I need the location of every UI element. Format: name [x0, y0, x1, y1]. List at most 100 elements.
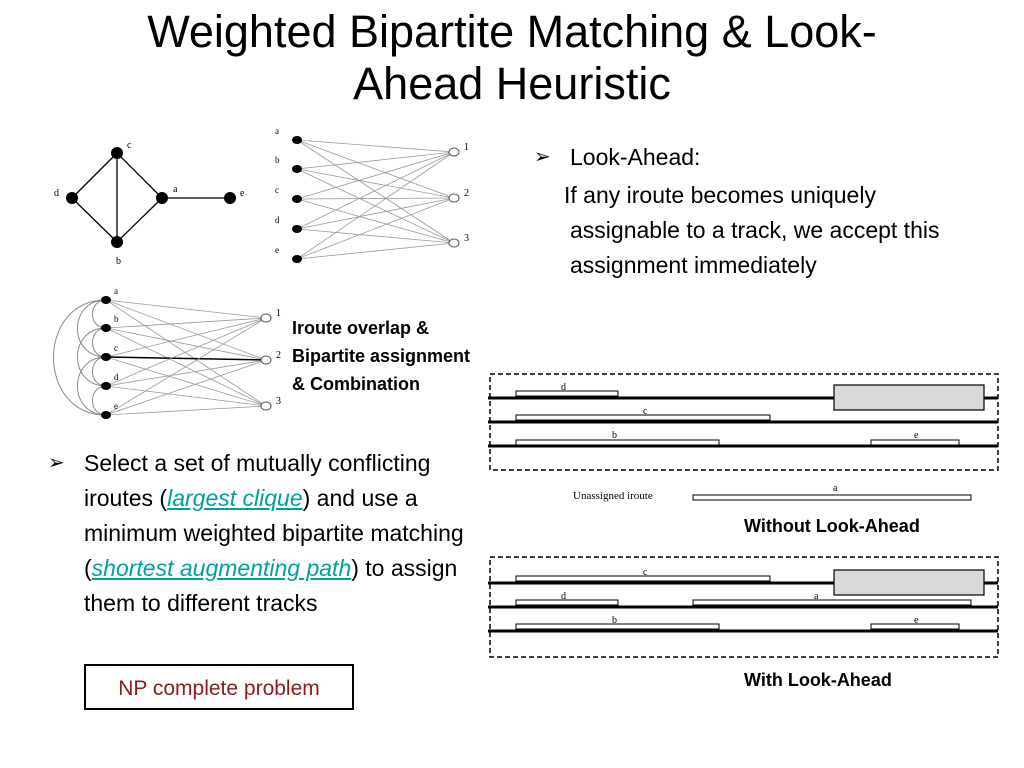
iroute-label-a: a: [814, 591, 819, 602]
combined-edge: [105, 327, 267, 361]
bipartite-left-node: [292, 165, 302, 173]
combined-left-label: d: [114, 372, 119, 382]
combined-right-label: 1: [276, 308, 281, 319]
combined-left-node: [101, 411, 111, 419]
combined-left-node: [101, 324, 111, 332]
combined-left-label: c: [114, 343, 118, 353]
iroute-a-unassigned: [692, 494, 972, 501]
combined-right-node: [260, 401, 272, 411]
conflict-graph: c d a e b: [54, 140, 245, 267]
combined-edge: [105, 299, 267, 361]
graph-label-b: b: [116, 256, 121, 267]
blocked-region: [833, 384, 985, 411]
bipartite-edge: [296, 197, 455, 200]
graph-label-d: d: [54, 188, 59, 199]
combination-caption-line-1: Iroute overlap &: [292, 318, 430, 338]
combined-edge: [105, 356, 267, 407]
combined-edge: [105, 317, 267, 329]
bipartite-left-node: [292, 136, 302, 144]
bipartite-left-node: [292, 255, 302, 263]
with-lookahead-caption: With Look-Ahead: [744, 670, 892, 690]
slide-title-line-1: Weighted Bipartite Matching & Look-: [147, 6, 877, 57]
largest-clique-link[interactable]: largest clique: [167, 485, 303, 511]
matching-bullet-text: Select a set of mutually conflicting iro…: [84, 446, 474, 621]
combined-edge: [105, 359, 267, 416]
combined-left-node: [101, 382, 111, 390]
iroute-label-c: c: [643, 406, 648, 417]
bipartite-edge: [296, 168, 455, 199]
iroute-c: [515, 575, 771, 582]
bipartite-edge: [296, 151, 455, 260]
graph-label-e: e: [240, 188, 245, 199]
graph-node-a: [156, 192, 168, 204]
iroute-label-e: e: [914, 615, 919, 626]
combined-right-node: [260, 355, 272, 365]
iroute-b: [515, 623, 720, 630]
combined-edge: [105, 359, 267, 387]
graph-node-d: [66, 192, 78, 204]
overlap-arc: [92, 385, 107, 416]
iroute-label-d: d: [561, 591, 566, 602]
bipartite-left-node: [292, 195, 302, 203]
bipartite-edge: [296, 242, 455, 260]
bipartite-left-label: d: [275, 215, 280, 225]
iroute-c: [515, 414, 771, 421]
bipartite-edge: [296, 139, 455, 153]
combined-edge: [105, 405, 267, 416]
bipartite-left-label: c: [275, 185, 279, 195]
combined-left-node: [101, 353, 111, 361]
iroute-d: [515, 390, 619, 397]
iroute-label-a: a: [833, 483, 838, 494]
bipartite-left-label: e: [275, 245, 279, 255]
combined-left-node: [101, 296, 111, 304]
combined-edge: [105, 299, 267, 407]
overlap-arc: [53, 299, 107, 416]
bipartite-right-node: [448, 147, 460, 157]
np-complete-box: NP complete problem: [84, 664, 354, 710]
bipartite-edge: [296, 198, 455, 244]
iroute-label-b: b: [612, 430, 617, 441]
bipartite-edge: [296, 151, 455, 200]
combined-edge: [105, 317, 267, 387]
bipartite-left-node: [292, 225, 302, 233]
bipartite-right-label: 2: [464, 188, 469, 199]
combined-left-label: a: [114, 286, 118, 296]
overlap-arc: [77, 356, 107, 416]
overlap-arc: [92, 356, 107, 387]
matching-text-part-3: ) to assign them to different tracks: [84, 555, 458, 616]
bipartite-edge: [296, 139, 455, 244]
bipartite-edge: [296, 197, 455, 260]
combined-left-label: b: [114, 314, 119, 324]
graph-label-a: a: [173, 184, 178, 195]
slide-title: Weighted Bipartite Matching & Look- Ahea…: [40, 6, 984, 110]
combined-edge: [105, 299, 267, 319]
bipartite-right-label: 1: [464, 142, 469, 153]
slide-title-line-2: Ahead Heuristic: [353, 58, 671, 109]
bipartite-right-label: 3: [464, 233, 469, 244]
iroute-label-c: c: [643, 567, 648, 578]
lookahead-heading: Look-Ahead:: [570, 144, 701, 170]
combination-caption-line-2: Bipartite assignment: [292, 346, 471, 366]
graph-label-c: c: [127, 140, 132, 151]
bipartite-edge: [296, 139, 455, 199]
overlap-arc: [92, 327, 107, 358]
shortest-augmenting-path-link[interactable]: shortest augmenting path: [91, 555, 352, 581]
iroute-b: [515, 439, 720, 446]
iroute-label-b: b: [612, 615, 617, 626]
iroute-e: [870, 439, 960, 446]
with-lookahead-diagram: c d a b e: [488, 556, 999, 658]
combined-edge: [105, 317, 267, 416]
combined-edge: [105, 317, 267, 358]
combination-caption-line-3: & Combination: [292, 374, 420, 394]
without-lookahead-diagram: d c b e Unassigned iroute a: [488, 373, 999, 502]
without-lookahead-caption: Without Look-Ahead: [744, 516, 920, 536]
combined-right-label: 2: [276, 350, 281, 361]
bipartite-edge: [296, 197, 455, 230]
bipartite-left-label: b: [275, 155, 280, 165]
graph-node-b: [111, 236, 123, 248]
combined-right-label: 3: [276, 396, 281, 407]
overlap-arc: [92, 299, 107, 329]
combined-edge: [105, 327, 267, 407]
